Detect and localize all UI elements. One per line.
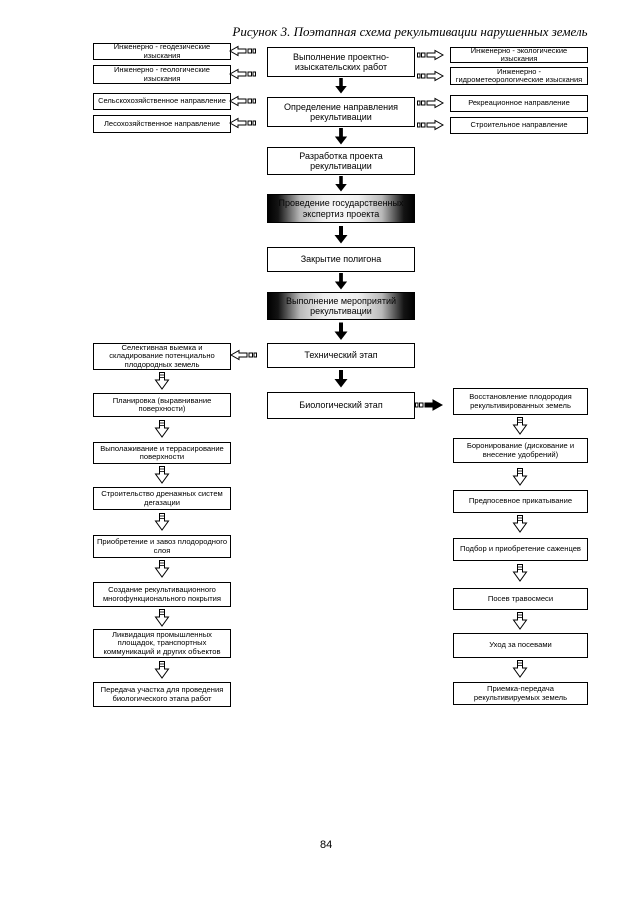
box-liquidation-facilities: Ликвидация промышленных площадок, трансп… [93,629,231,658]
box-label: Инженерно - экологические изыскания [470,45,568,63]
box-label: Планировка (выравнивание поверхности) [112,395,212,413]
box-survey-works: Выполнение проектно-изыскательских работ [267,47,415,77]
box-label: Боронирование (дискование и внесение удо… [466,441,575,459]
down-arrow-icon [333,78,349,94]
down-arrow-icon [512,515,528,533]
down-arrow-icon [154,560,170,578]
left-arrow-icon [229,95,256,107]
box-label: Выполнение мероприятий рекультивации [285,295,397,316]
down-arrow-icon [333,176,349,192]
box-recreational-direction: Рекреационное направление [450,95,588,112]
box-forestry-direction: Лесохозяйственное направление [93,115,231,133]
down-arrow-icon [333,273,349,290]
down-arrow-icon [154,661,170,679]
box-label: Приемка-передача рекультивируемых земель [473,684,568,702]
box-construction-direction: Строительное направление [450,117,588,134]
box-state-expertise: Проведение государственных экспертиз про… [267,194,415,223]
box-agricultural-direction: Сельскохозяйственное направление [93,93,231,110]
box-label: Посев травосмеси [487,593,554,603]
box-label: Строительное направление [470,120,568,130]
down-arrow-icon [512,417,528,435]
box-site-transfer: Передача участка для проведения биологич… [93,682,231,707]
box-label: Ликвидация промышленных площадок, трансп… [103,629,221,656]
box-fertile-layer-delivery: Приобретение и завоз плодородного слоя [93,535,231,558]
left-arrow-icon [230,349,257,361]
box-label: Выполнение проектно-изыскательских работ [293,51,389,72]
box-geological-surveys: Инженерно - геологические изыскания [93,65,231,84]
box-drainage-systems: Строительство дренажных систем дегазации [93,487,231,510]
down-arrow-icon [154,466,170,484]
right-arrow-icon [417,97,444,109]
left-arrow-icon [229,117,256,129]
down-arrow-icon [333,128,349,145]
down-arrow-icon [154,513,170,531]
box-seedling-selection: Подбор и приобретение саженцев [453,538,588,561]
box-technical-stage: Технический этап [267,343,415,368]
box-hydrometeorological-surveys: Инженерно - гидрометеорологические изыск… [450,67,588,85]
box-label: Строительство дренажных систем дегазации [101,489,223,507]
box-leveling: Планировка (выравнивание поверхности) [93,393,231,417]
box-ecological-surveys: Инженерно - экологические изыскания [450,45,588,63]
box-direction-determination: Определение направления рекультивации [267,97,415,127]
down-arrow-icon [154,372,170,390]
box-label: Проведение государственных экспертиз про… [278,198,404,219]
box-geodesic-surveys: Инженерно - геодезические изыскания [93,42,231,60]
box-label: Создание рекультивационного многофункцио… [102,585,222,603]
box-label: Закрытие полигона [300,254,382,265]
down-arrow-icon [512,612,528,630]
figure-title: Рисунок 3. Поэтапная схема рекультивации… [232,24,588,39]
box-pre-sowing-rolling: Предпосевное прикатывание [453,490,588,513]
box-label: Передача участка для проведения биологич… [100,685,224,703]
box-label: Подбор и приобретение саженцев [460,544,581,554]
right-arrow-icon [417,49,444,61]
box-label: Уход за посевами [489,640,552,650]
box-landfill-closure: Закрытие полигона [267,247,415,272]
box-label: Восстановление плодородия рекультивирова… [469,392,572,410]
down-arrow-icon [512,660,528,678]
box-flattening-terracing: Выполаживание и террасирование поверхнос… [93,442,231,464]
box-label: Инженерно - геологические изыскания [114,65,210,83]
box-label: Рекреационное направление [468,98,570,108]
box-label: Технический этап [304,350,378,361]
down-arrow-icon [154,609,170,627]
box-grass-sowing: Посев травосмеси [453,588,588,610]
box-label: Предпосевное прикатывание [468,496,573,506]
box-harrowing: Боронирование (дискование и внесение удо… [453,438,588,463]
box-project-development: Разработка проекта рекультивации [267,147,415,175]
box-crop-care: Уход за посевами [453,633,588,658]
page-number: 84 [320,839,333,851]
down-arrow-icon [154,420,170,438]
box-label: Инженерно - гидрометеорологические изыск… [455,66,583,84]
box-selective-excavation: Селективная выемка и складирование потен… [93,343,231,370]
box-label: Биологический этап [299,400,383,411]
right-arrow-icon [415,399,443,411]
down-arrow-icon [333,322,349,341]
box-label: Приобретение и завоз плодородного слоя [96,537,228,555]
right-arrow-icon [417,119,444,131]
right-arrow-icon [417,70,444,82]
left-arrow-icon [229,45,256,57]
box-multifunctional-cover: Создание рекультивационного многофункцио… [93,582,231,607]
box-label: Селективная выемка и складирование потен… [109,342,215,369]
down-arrow-icon [333,226,349,244]
box-label: Разработка проекта рекультивации [299,150,383,171]
box-label: Инженерно - геодезические изыскания [113,42,211,60]
box-label: Лесохозяйственное направление [103,118,220,128]
down-arrow-icon [333,369,349,389]
box-fertility-restoration: Восстановление плодородия рекультивирова… [453,388,588,415]
box-label: Определение направления рекультивации [284,101,398,122]
box-biological-stage: Биологический этап [267,392,415,419]
left-arrow-icon [229,68,256,80]
box-land-acceptance: Приемка-передача рекультивируемых земель [453,682,588,705]
down-arrow-icon [512,468,528,486]
box-label: Сельскохозяйственное направление [98,96,226,106]
down-arrow-icon [512,564,528,582]
box-label: Выполаживание и террасирование поверхнос… [100,443,224,461]
box-recultivation-measures: Выполнение мероприятий рекультивации [267,292,415,320]
